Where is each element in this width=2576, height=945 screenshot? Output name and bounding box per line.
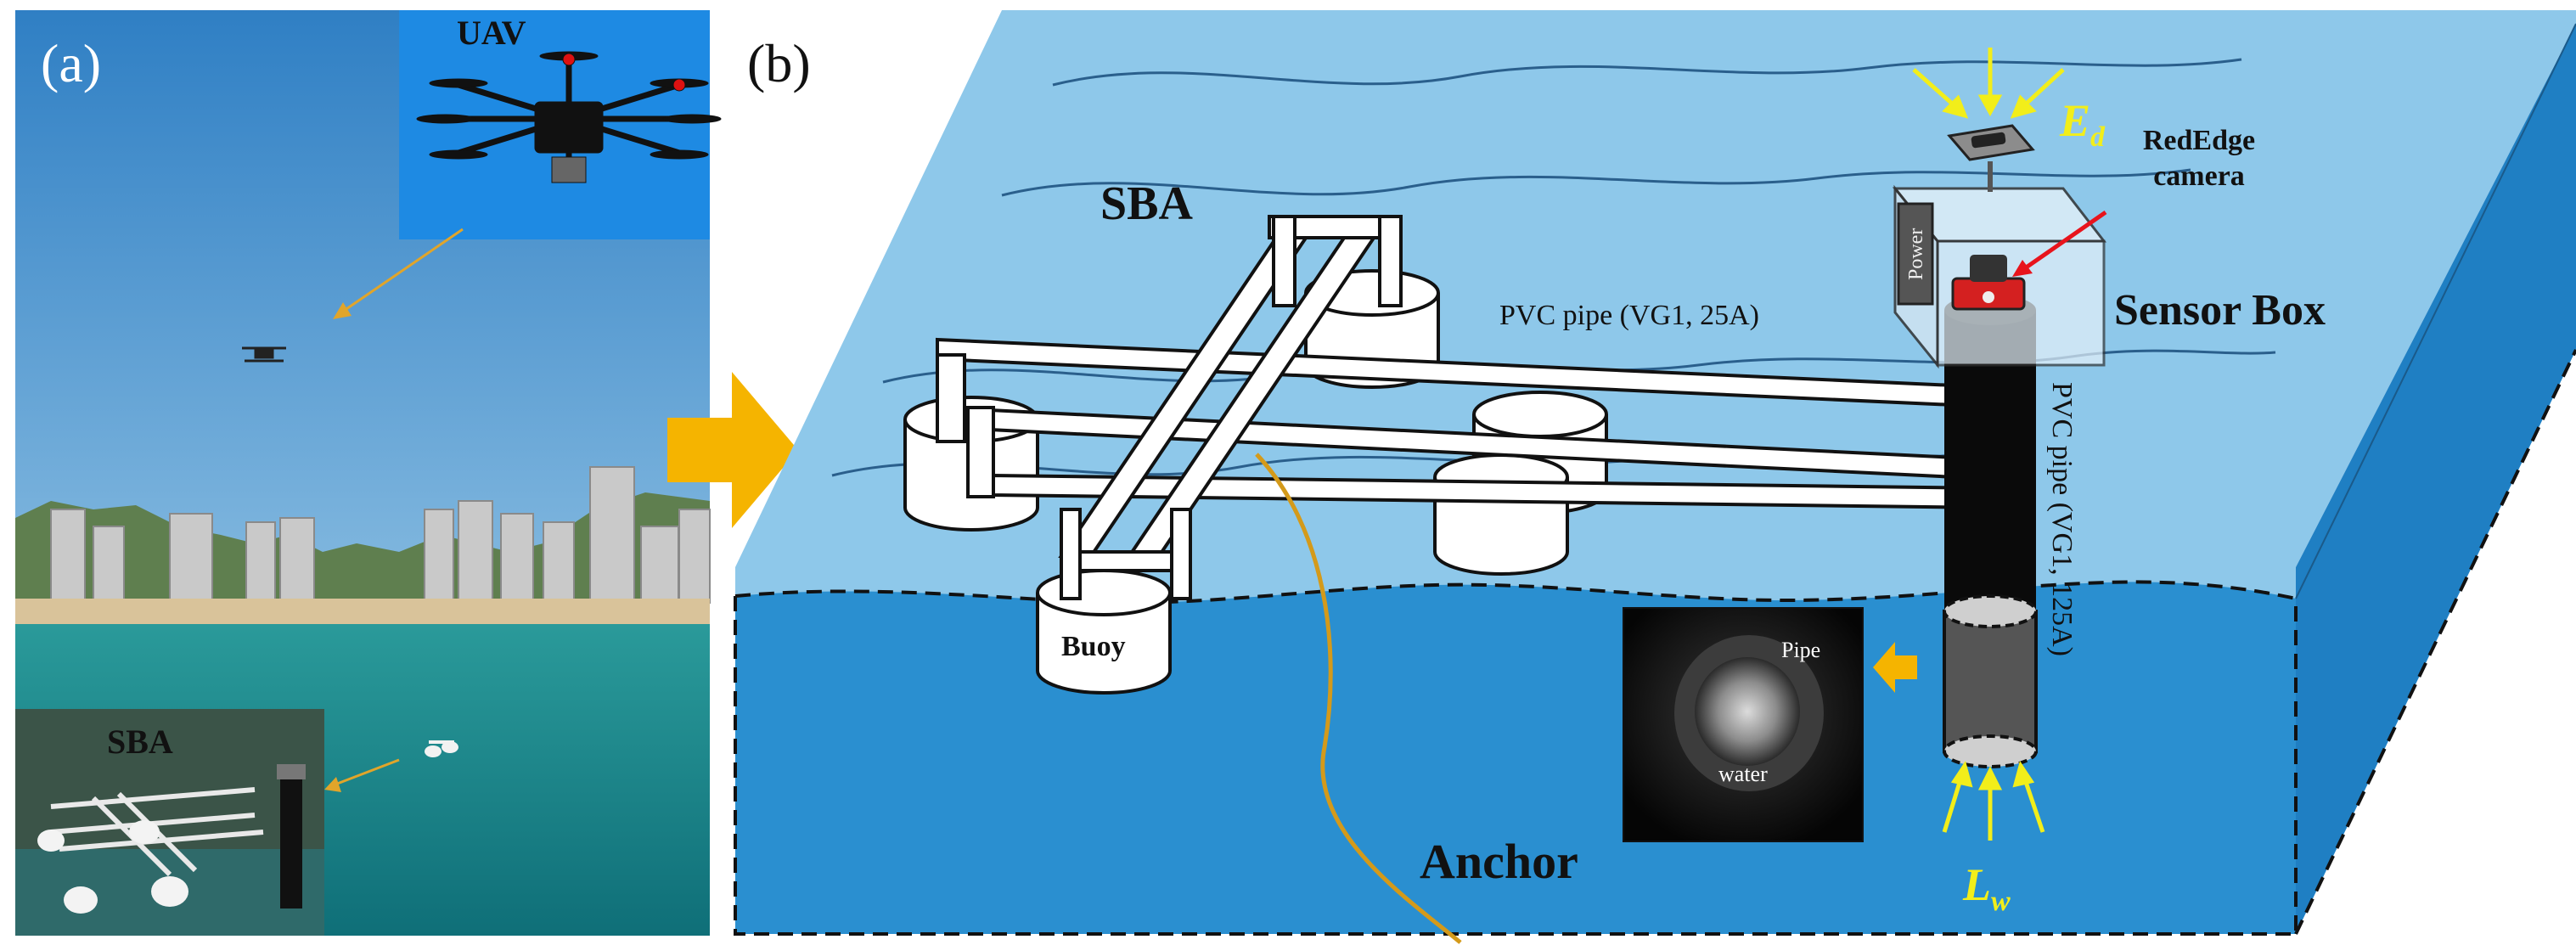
camera-label-line1: RedEdge <box>2143 125 2255 156</box>
city-skyline <box>15 466 711 611</box>
sba-pointer-head <box>324 777 341 792</box>
inset-water-label: water <box>1718 762 1768 786</box>
uav-pointer-line <box>340 228 464 314</box>
sensor-box-label: Sensor Box <box>2114 286 2326 335</box>
water-box-top-edge <box>2295 23 2576 599</box>
sensor-box: Power <box>1892 124 2107 369</box>
lw-label: Lw <box>1962 859 2011 917</box>
sba-photo-inset: SBA <box>15 709 324 936</box>
water-box-side-edge <box>2294 349 2576 935</box>
sba-pointer-line <box>332 758 400 787</box>
sba-floating-far <box>425 740 458 757</box>
camera-label-line2: camera <box>2153 160 2245 192</box>
drone-in-flight <box>242 346 286 363</box>
uav-drone-icon <box>416 51 722 183</box>
pvc-pipe-horizontal-label: PVC pipe (VG1, 25A) <box>1499 300 1759 331</box>
inset-pipe-label: Pipe <box>1781 638 1820 662</box>
uav-inset-label: UAV <box>457 14 526 52</box>
transition-arrow <box>667 372 798 528</box>
power-label: Power <box>1905 228 1927 280</box>
sba-label: SBA <box>1100 177 1193 230</box>
pipe-view-inset: Pipe water <box>1623 607 1864 842</box>
buoy-right-front <box>1433 453 1569 576</box>
water-box-edge <box>734 596 2298 936</box>
beach <box>15 599 710 624</box>
inset-pointer-arrow <box>1873 642 1917 693</box>
ed-label: Ed <box>2059 95 2106 153</box>
panel-b-label: (b) <box>747 33 811 93</box>
camera-pointer-head <box>2012 260 2033 277</box>
buoy-label: Buoy <box>1061 631 1126 662</box>
pvc-pipe-vertical-label: PVC pipe (VG1, 125A) <box>2046 382 2078 656</box>
ed-arrows <box>1912 48 2065 119</box>
anchor-line <box>1255 453 1462 944</box>
panel-b-diagram: Power <box>734 10 2576 944</box>
uav-inset: UAV <box>399 10 722 239</box>
sea-side <box>2296 24 2576 934</box>
sba-inset-label: SBA <box>107 723 173 761</box>
camera-pointer-line <box>2021 210 2107 273</box>
panel-a-label: (a) <box>41 33 101 93</box>
panel-a-photo: UAV SBA <box>15 10 722 936</box>
uav-pointer-head <box>333 302 352 319</box>
power-unit <box>1897 202 1934 306</box>
anchor-label: Anchor <box>1420 834 1578 889</box>
lw-arrows <box>1942 761 2045 841</box>
rededge-camera-icon <box>1951 255 2026 311</box>
